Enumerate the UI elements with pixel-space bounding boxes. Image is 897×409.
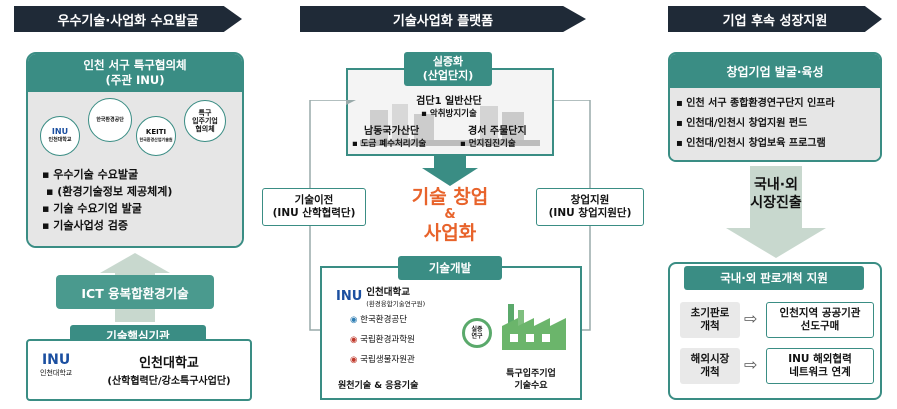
right-bullet-item: 인천대/인천시 창업지원 펀드	[676, 114, 835, 134]
site1-tech: ▪ 악취방지기술	[421, 109, 477, 119]
core-name: 인천대학교	[139, 356, 199, 371]
left-banner: 우수기술·사업화 수요발굴	[14, 6, 242, 32]
site3: 경서 주물단지 ▪ 먼지집진기술	[460, 122, 556, 149]
core-panel	[26, 339, 252, 401]
right-bullet-item: 인천 서구 종합환경연구단지 인프라	[676, 94, 834, 114]
dev-agency-list: ◉ 한국환경공단 ◉ 국립환경과학원 ◉ 국립생물자원관	[350, 310, 415, 370]
row2-arrow-icon: ⇨	[744, 355, 758, 374]
startup-support-box: 창업지원(INU 창업지원단)	[536, 188, 644, 226]
row1-arrow-icon: ⇨	[744, 309, 758, 328]
factory-illustration	[360, 104, 540, 146]
dev-org: INU 인천대학교 (환경융합기술연구원)	[336, 284, 425, 308]
keco-logo-circle: 한국환경공단	[88, 98, 132, 142]
dev-org-name: 인천대학교	[366, 287, 410, 298]
right-bullet-list: 인천 서구 종합환경연구단지 인프라 인천대/인천시 창업지원 펀드 인천대/인…	[676, 94, 835, 154]
left-bullet-item: 기술사업성 검증	[42, 217, 172, 234]
site1: 검단1 일반산단 ▪ 악취방지기술	[384, 92, 514, 119]
dev-caption-left: 원천기술 & 응용기술	[338, 381, 419, 391]
sales-header: 국내·외 판로개척 지원	[684, 266, 864, 290]
core-logo: INU 인천대학교	[40, 352, 73, 377]
dev-agency-item: ◉ 국립생물자원관	[350, 355, 415, 365]
middle-banner: 기술사업화 플랫폼	[300, 6, 586, 32]
council-title: 인천 서구 특구협의체 (주관 INU)	[28, 54, 242, 92]
down-arrow	[422, 156, 478, 186]
center-title: 기술 창업 & 사업화	[411, 186, 489, 244]
ict-label: ICT 융복합환경기술	[56, 275, 214, 309]
site2-tech: ▪ 도금 폐수처리기술	[352, 139, 427, 149]
site2: 남동국가산단 ▪ 도금 폐수처리기술	[352, 122, 452, 149]
green-factory-icon	[502, 304, 566, 350]
testbed-header: 실증화(산업단지)	[404, 52, 492, 86]
dev-header: 기술개발	[398, 256, 502, 280]
left-bullet-item: 기술 수요기업 발굴	[42, 200, 172, 217]
left-up-arrow-head	[100, 253, 170, 273]
dev-agency-item: ◉ 한국환경공단	[350, 315, 408, 325]
dev-org-sub: (환경융합기술연구원)	[366, 300, 426, 308]
left-bullet-list: 우수기술 수요발굴 (환경기술정보 제공체계) 기술 수요기업 발굴 기술사업성…	[42, 166, 172, 234]
dev-inu-logo: INU	[336, 288, 363, 304]
right-bullet-item: 인천대/인천시 창업보육 프로그램	[676, 134, 835, 154]
left-bullet-item: 우수기술 수요발굴	[42, 166, 172, 183]
startup-header: 창업기업 발굴·육성	[670, 54, 880, 88]
market-arrow	[726, 166, 826, 258]
site2-name: 남동국가산단	[364, 126, 420, 137]
site3-name: 경서 주물단지	[468, 126, 527, 137]
dev-agency-item: ◉ 국립환경과학원	[350, 335, 415, 345]
right-banner: 기업 후속 성장지원	[668, 6, 882, 32]
left-bullet-item-sub: (환경기술정보 제공체계)	[42, 183, 172, 200]
site1-name: 검단1 일반산단	[416, 96, 482, 107]
core-sub: (산학협력단/강소특구사업단)	[107, 376, 231, 387]
tech-transfer-box: 기술이전(INU 산학협력단)	[262, 188, 366, 226]
site3-tech: ▪ 먼지집진기술	[460, 139, 516, 149]
